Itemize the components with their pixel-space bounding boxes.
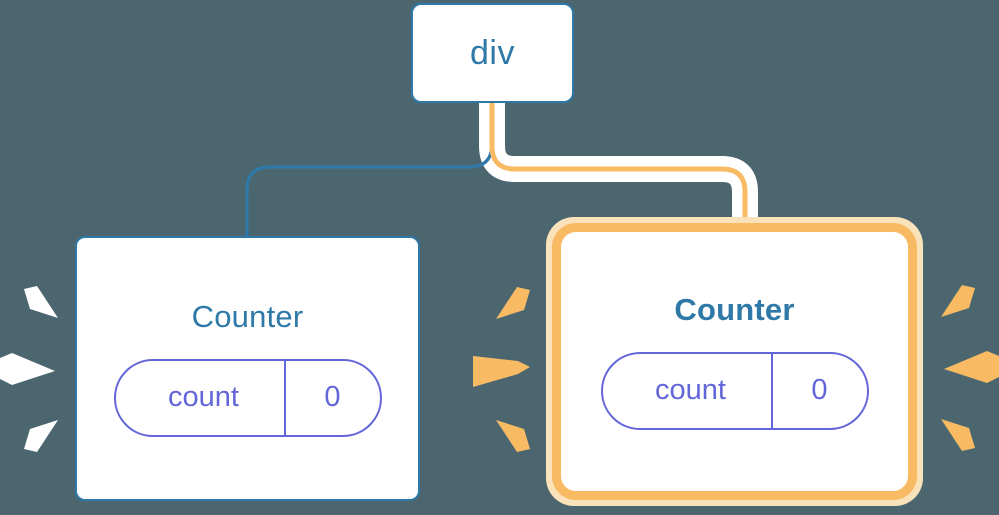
state-pill-count-left[interactable]: count 0 [113,358,382,437]
node-counter-right-title: Counter [674,291,795,327]
state-pill-key: count [168,381,239,413]
sparkle-ray-icon [941,419,975,451]
connector-to-right [489,101,748,240]
state-pill-value: 0 [770,353,867,428]
sparkle-ray-icon [473,356,530,387]
node-counter-right-highlight-wrapper: Counter count 0 [546,217,923,506]
sparkle-ray-icon [944,351,999,383]
node-div[interactable]: div [411,3,574,103]
sparkle-ray-icon [496,287,530,319]
node-counter-left-body: Counter count 0 [77,238,418,499]
state-pill-value: 0 [283,360,380,435]
sparkle-group-right-inner [473,287,530,452]
sparkle-ray-icon [496,420,530,452]
sparkle-ray-icon [24,420,58,452]
state-pill-key: count [655,374,726,406]
node-counter-right[interactable]: Counter count 0 [552,223,917,500]
sparkle-group-left-outer [0,286,58,452]
state-pill-count-right[interactable]: count 0 [600,351,869,430]
node-counter-left-title: Counter [191,298,304,334]
node-counter-right-body: Counter count 0 [561,232,908,491]
sparkle-ray-icon [941,285,975,317]
sparkle-ray-icon [0,353,55,385]
node-counter-left[interactable]: Counter count 0 [75,236,420,501]
sparkle-group-right-outer [941,285,999,451]
sparkle-ray-icon [24,286,58,318]
node-div-label: div [470,33,515,72]
